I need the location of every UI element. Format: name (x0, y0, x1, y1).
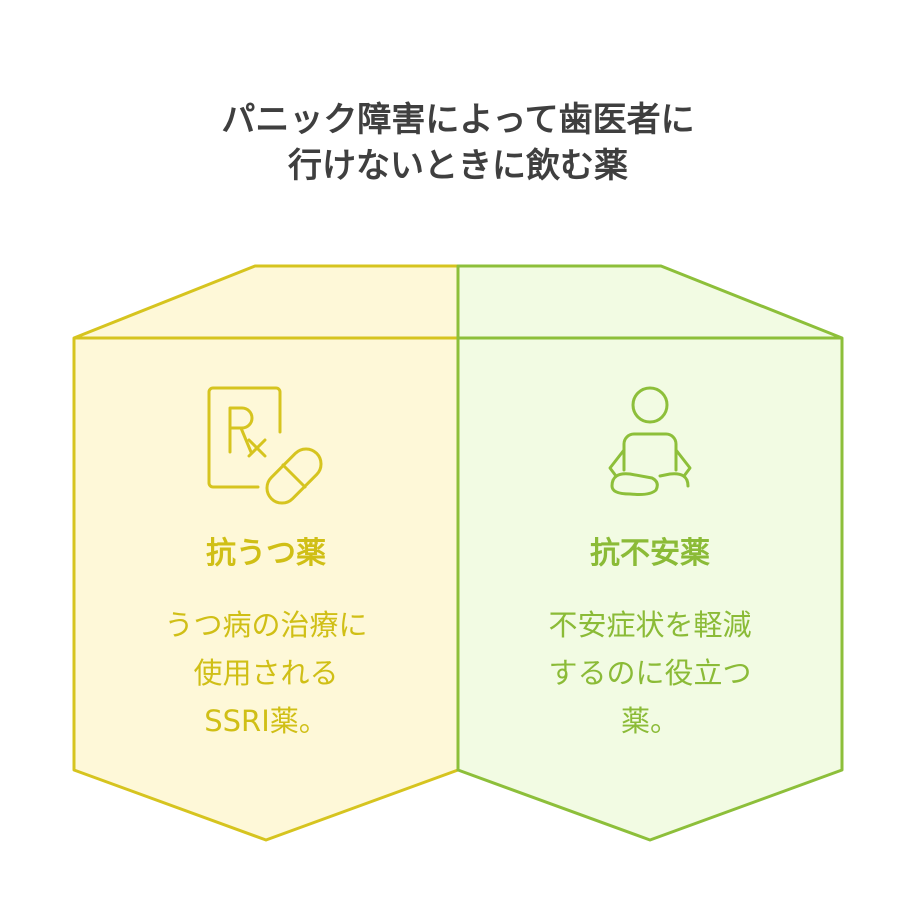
card-description-line-1: うつ病の治療に (164, 608, 368, 642)
diagram-title-line-2: 行けないときに飲む薬 (288, 146, 628, 186)
card-heading-anxiolytic: 抗不安薬 (590, 536, 710, 571)
meditation-person-icon (608, 386, 692, 496)
card-description-line-3: SSRI薬。 (204, 704, 328, 738)
diagram-title-line-1: パニック障害によって歯医者に (221, 100, 695, 140)
card-description-line-2: するのに役立つ (548, 656, 752, 690)
prescription-pill-icon (207, 386, 323, 505)
card-description-line-2: 使用される (193, 656, 339, 690)
card-description-line-3: 薬。 (620, 704, 679, 738)
card-heading-antidepressant: 抗うつ薬 (206, 536, 326, 571)
card-description-line-1: 不安症状を軽減 (548, 608, 752, 642)
